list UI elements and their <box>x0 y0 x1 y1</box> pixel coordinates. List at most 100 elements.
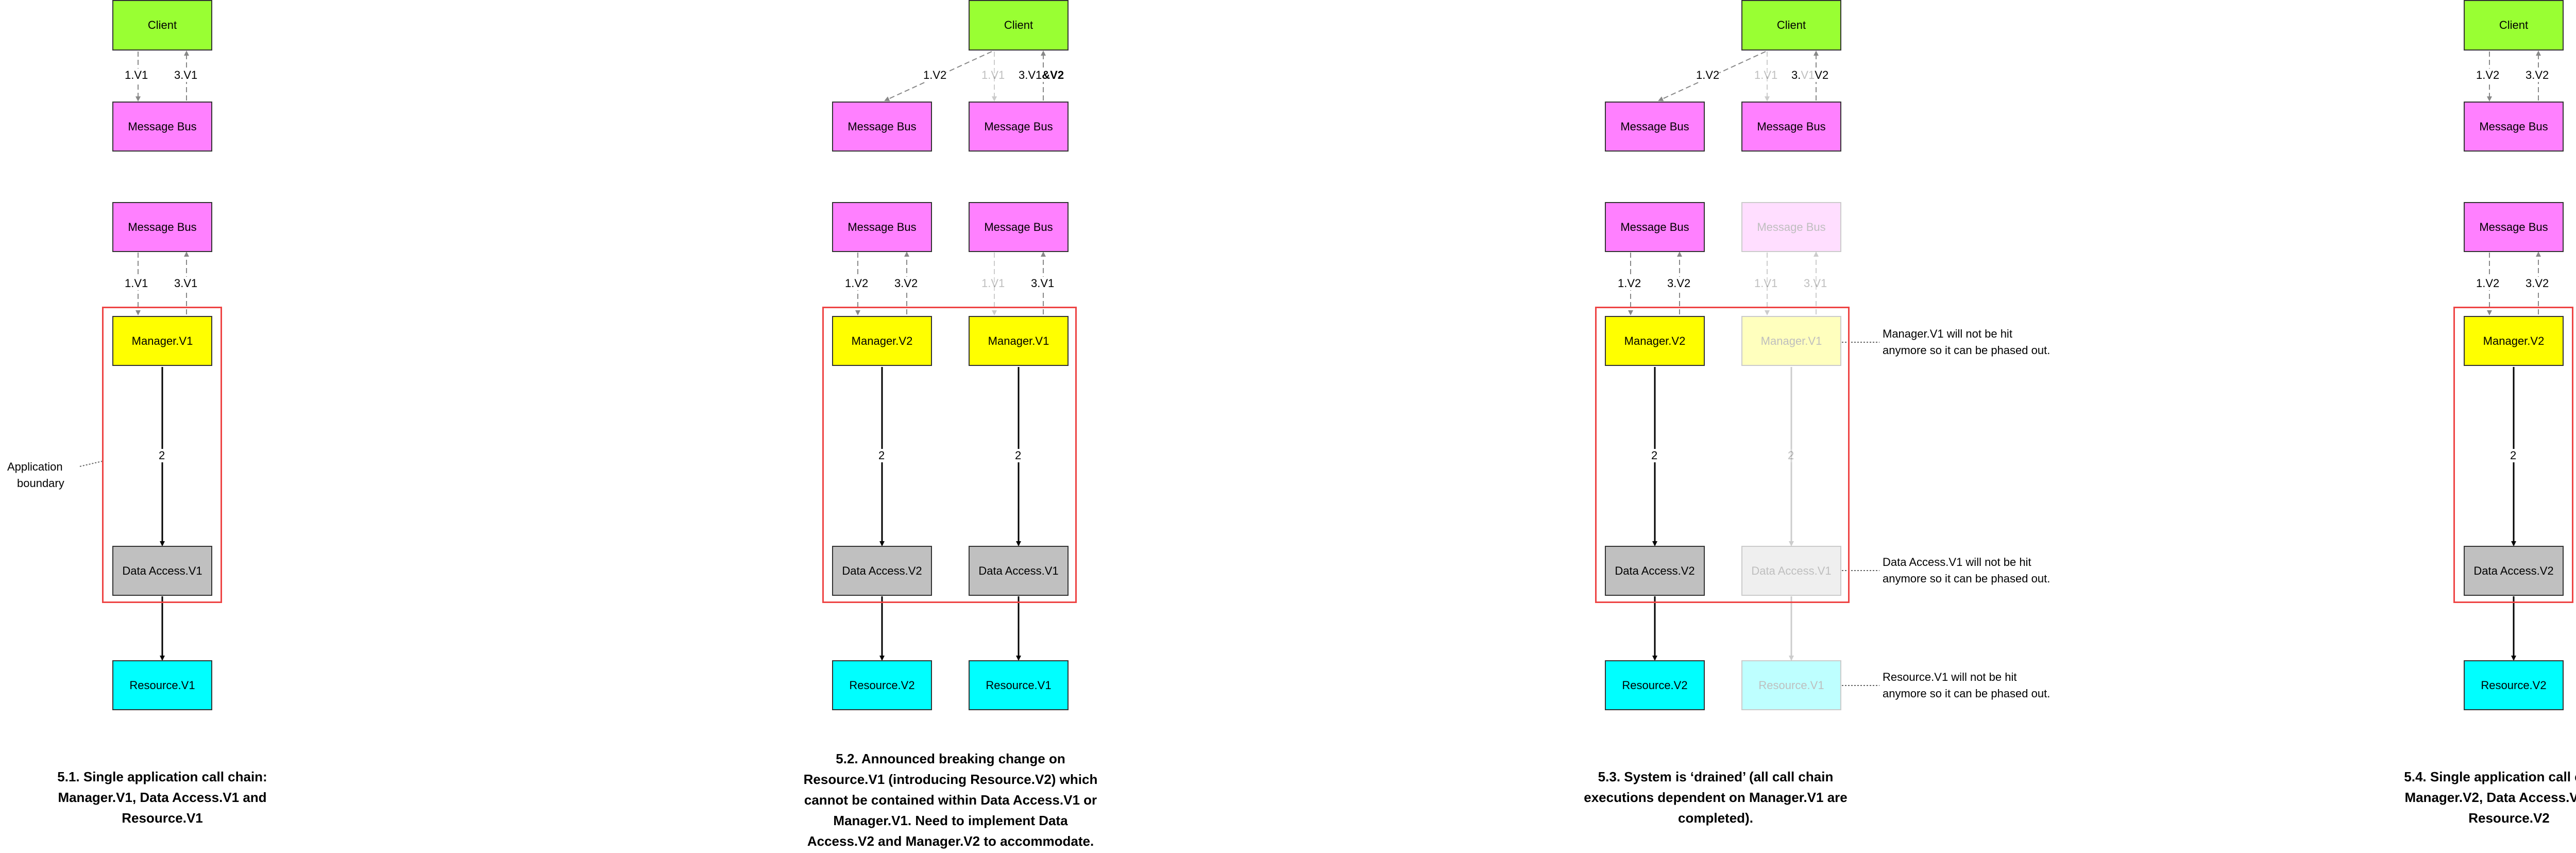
message-bus-v1-client-side[interactable]: Message Bus <box>969 102 1069 152</box>
manager-v1-node[interactable]: Manager.V1 <box>969 316 1069 366</box>
resource-v1-node[interactable]: Resource.V1 <box>112 660 212 710</box>
caption-5-4: 5.4. Single application call chain: Mana… <box>2385 766 2576 828</box>
edge-label-3-prefix: 3. <box>1791 69 1801 81</box>
note-line: Resource.V1 will not be hit <box>1883 671 2017 683</box>
application-boundary <box>2453 307 2573 603</box>
edge-label-2-v2: 2 <box>878 449 885 462</box>
resource-v2-node[interactable]: Resource.V2 <box>2464 660 2564 710</box>
edge-label-3v1-top: 3.V1 <box>174 69 198 82</box>
edge-label-1v1-top: 1.V1 <box>125 69 148 82</box>
client-node[interactable]: Client <box>2464 0 2564 51</box>
caption-line: cannot be contained within Data Access.V… <box>804 792 1097 808</box>
message-bus-v2-client-side[interactable]: Message Bus <box>832 102 932 152</box>
manager-v1-node[interactable]: Manager.V1 <box>112 316 212 366</box>
note-resource-v1-phase-out: Resource.V1 will not be hit anymore so i… <box>1883 669 2050 702</box>
data-access-v2-node[interactable]: Data Access.V2 <box>832 546 932 596</box>
edge-label-2-v2: 2 <box>1651 449 1658 462</box>
edge-label-1v2-bottom: 1.V2 <box>2476 277 2500 290</box>
caption-line: 5.2. Announced breaking change on <box>836 751 1065 766</box>
edge-label-3v2-top: 3.V2 <box>2526 69 2549 82</box>
edge-label-3v1-bottom-faded: 3.V1 <box>1804 277 1827 290</box>
edge-label-v2-part: V2 <box>1815 69 1829 81</box>
resource-v1-node-faded[interactable]: Resource.V1 <box>1741 660 1841 710</box>
manager-v2-node[interactable]: Manager.V2 <box>1605 316 1705 366</box>
application-boundary <box>822 307 1077 603</box>
note-line: anymore so it can be phased out. <box>1883 344 2050 357</box>
note-line: Data Access.V1 will not be hit <box>1883 556 2031 568</box>
note-line: anymore so it can be phased out. <box>1883 572 2050 585</box>
panel3-connectors <box>1628 51 1879 686</box>
application-boundary <box>102 307 222 603</box>
caption-5-3: 5.3. System is ‘drained’ (all call chain… <box>1556 766 1875 828</box>
edge-label-2-v1: 2 <box>1015 449 1022 462</box>
data-access-v2-node[interactable]: Data Access.V2 <box>2464 546 2564 596</box>
caption-line: 5.1. Single application call chain: <box>57 769 267 784</box>
message-bus-v2-manager-side[interactable]: Message Bus <box>832 202 932 252</box>
edge-label-3v2-bottom: 3.V2 <box>894 277 918 290</box>
edge-label-3v2-top: 3.V1V2 <box>1791 69 1829 82</box>
data-access-v1-node[interactable]: Data Access.V1 <box>969 546 1069 596</box>
note-manager-v1-phase-out: Manager.V1 will not be hit anymore so it… <box>1883 326 2050 359</box>
caption-line: Resource.V1 <box>122 810 203 826</box>
caption-line: 5.3. System is ‘drained’ (all call chain <box>1598 769 1834 784</box>
edge-label-1v2-top: 1.V2 <box>923 69 947 82</box>
client-node[interactable]: Client <box>1741 0 1841 51</box>
client-node[interactable]: Client <box>969 0 1069 51</box>
message-bus-v2-client-side[interactable]: Message Bus <box>1605 102 1705 152</box>
message-bus-client-side[interactable]: Message Bus <box>112 102 212 152</box>
edge-label-and-v2-part: &V2 <box>1042 69 1064 81</box>
note-line: anymore so it can be phased out. <box>1883 687 2050 700</box>
edge-label-1v2-bottom: 1.V2 <box>1618 277 1641 290</box>
manager-v1-node-faded[interactable]: Manager.V1 <box>1741 316 1841 366</box>
message-bus-client-side[interactable]: Message Bus <box>2464 102 2564 152</box>
caption-line: completed). <box>1678 810 1753 826</box>
caption-5-1: 5.1. Single application call chain: Mana… <box>36 766 289 828</box>
caption-5-2: 5.2. Announced breaking change on Resour… <box>773 748 1128 851</box>
edge-label-3v1-bottom: 3.V1 <box>174 277 198 290</box>
data-access-v2-node[interactable]: Data Access.V2 <box>1605 546 1705 596</box>
note-data-access-v1-phase-out: Data Access.V1 will not be hit anymore s… <box>1883 554 2050 587</box>
caption-line: Resource.V2 <box>2468 810 2550 826</box>
message-bus-v1-client-side[interactable]: Message Bus <box>1741 102 1841 152</box>
edge-label-1v2-top: 1.V2 <box>1696 69 1720 82</box>
data-access-v1-node-faded[interactable]: Data Access.V1 <box>1741 546 1841 596</box>
message-bus-v2-manager-side[interactable]: Message Bus <box>1605 202 1705 252</box>
caption-line: Manager.V1, Data Access.V1 and <box>58 790 267 805</box>
resource-v2-node[interactable]: Resource.V2 <box>832 660 932 710</box>
message-bus-manager-side[interactable]: Message Bus <box>2464 202 2564 252</box>
data-access-v1-node[interactable]: Data Access.V1 <box>112 546 212 596</box>
edge-label-1v2-bottom: 1.V2 <box>845 277 869 290</box>
caption-line: Access.V2 and Manager.V2 to accommodate. <box>807 833 1094 849</box>
application-boundary-label-line1: Application <box>7 460 63 473</box>
resource-v1-node[interactable]: Resource.V1 <box>969 660 1069 710</box>
manager-v2-node[interactable]: Manager.V2 <box>832 316 932 366</box>
message-bus-v1-manager-side-faded[interactable]: Message Bus <box>1741 202 1841 252</box>
edge-label-3v2-bottom: 3.V2 <box>1667 277 1691 290</box>
edge-label-1v2-top: 1.V2 <box>2476 69 2500 82</box>
edge-label-1v1-top-faded: 1.V1 <box>1754 69 1778 82</box>
caption-line: 5.4. Single application call chain: <box>2404 769 2576 784</box>
application-boundary <box>1595 307 1850 603</box>
note-line: Manager.V1 will not be hit <box>1883 327 2012 340</box>
caption-line: Manager.V2, Data Access.V2 and <box>2404 790 2576 805</box>
caption-line: Manager.V1. Need to implement Data <box>833 813 1068 828</box>
edge-label-1v1-bottom: 1.V1 <box>125 277 148 290</box>
edge-label-2: 2 <box>159 449 165 462</box>
manager-v2-node[interactable]: Manager.V2 <box>2464 316 2564 366</box>
edge-label-3v1-part: 3.V1 <box>1019 69 1042 81</box>
resource-v2-node[interactable]: Resource.V2 <box>1605 660 1705 710</box>
edge-label-3v1-and-v2-top: 3.V1&V2 <box>1019 69 1064 82</box>
edge-label-2-v1-faded: 2 <box>1788 449 1794 462</box>
edge-label-1v1-bottom-faded: 1.V1 <box>1754 277 1778 290</box>
caption-line: executions dependent on Manager.V1 are <box>1584 790 1848 805</box>
client-node[interactable]: Client <box>112 0 212 51</box>
application-boundary-label-line2: boundary <box>17 477 64 490</box>
edge-label-2: 2 <box>2510 449 2517 462</box>
caption-line: Resource.V1 (introducing Resource.V2) wh… <box>803 772 1098 787</box>
message-bus-manager-side[interactable]: Message Bus <box>112 202 212 252</box>
message-bus-v1-manager-side[interactable]: Message Bus <box>969 202 1069 252</box>
edge-label-3v1-bottom: 3.V1 <box>1031 277 1055 290</box>
edge-label-v1-faded-part: V1 <box>1801 69 1815 81</box>
